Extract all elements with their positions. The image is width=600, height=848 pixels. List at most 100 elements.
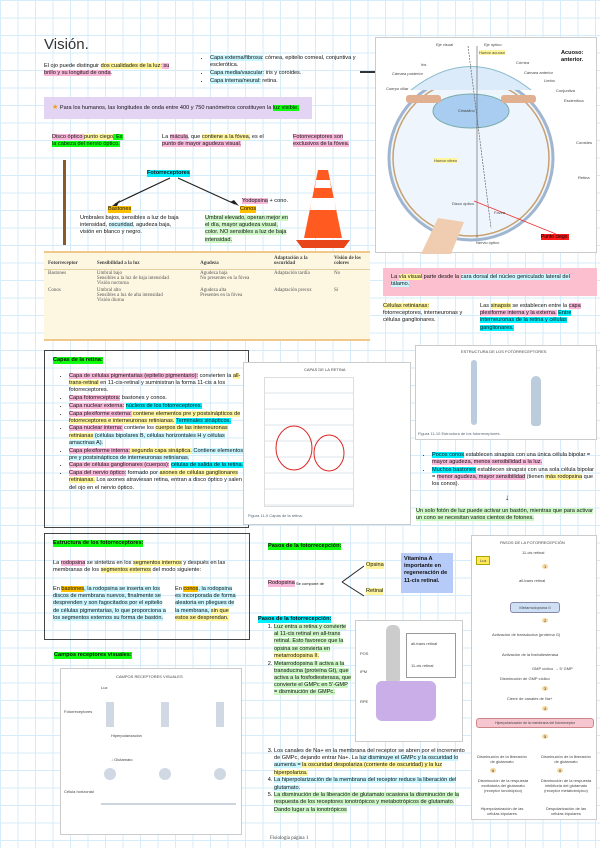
text-segment: Fotorreceptores son exclusivos de la fóv…: [293, 134, 350, 148]
text-segment: células de salida de la retina.: [171, 462, 244, 469]
layer-item: Capa interna/neural: retina.: [210, 77, 360, 85]
cell: Agudeza alta: [200, 288, 227, 293]
eye-label: Eje visual: [436, 42, 454, 47]
eye-label: Conjuntiva: [556, 88, 575, 93]
col-header: Visión de los colores: [330, 253, 370, 270]
text-segment: convierten la: [198, 373, 233, 379]
text-segment: Umbrales bajos, sensibles a luz de baja …: [80, 215, 179, 229]
rods-label: Bastones: [108, 206, 132, 214]
arrow: [360, 71, 376, 73]
rhodopsin-label: Rodopsina: [268, 580, 295, 588]
eye-label: Nervio óptico: [476, 240, 500, 245]
eye-label: Fóvea: [494, 210, 506, 215]
cell: Visión diurna: [96, 298, 124, 303]
list-item: Muchos bastones establecen sinapsis con …: [432, 466, 597, 489]
text-segment: Capa nuclear externa:: [69, 402, 125, 409]
text-segment: , la rodopsina se inserta en los discos …: [53, 586, 166, 621]
cell: Umbral bajo: [96, 271, 123, 276]
text-segment: luz visible.: [272, 105, 299, 111]
list-item: Pocos conos establecen sinapsis con una …: [432, 452, 597, 466]
text-segment: Muchos bastones: [432, 466, 476, 473]
text-segment: La hiperpolarización de la membrana del …: [274, 777, 457, 791]
step-number: 6: [490, 768, 497, 773]
text-segment: contiene los: [122, 425, 156, 432]
text-segment: Yodopsina: [242, 198, 268, 204]
text-segment: Luz entra a retina y convierte al 11-cis…: [274, 624, 347, 652]
figure-label: Fotorreceptores: [64, 709, 93, 714]
structure-intro: La rodopsina se sintetiza en los segment…: [53, 560, 243, 574]
eye-label: Humor vítreo: [434, 158, 458, 163]
decomposes-label: Se compone de: [296, 581, 325, 586]
list-item: Capa nuclear interna: contiene los cuerp…: [69, 425, 244, 447]
step-item: Luz entra a retina y convierte al 11-cis…: [274, 624, 352, 660]
figure-label: RPE: [360, 699, 369, 704]
eye-label: Eje óptico: [484, 42, 502, 47]
eye-label: Coroides: [576, 140, 593, 145]
page-footer: Fisiología página 1: [270, 836, 309, 841]
split-arrows: [341, 565, 365, 597]
text-segment: fotorreceptores, interneuronas y células…: [383, 310, 463, 324]
figure-title: CAPAS DE LA RETINA: [304, 367, 346, 372]
text-segment: Umbral elevado, operan mejor en el día, …: [205, 215, 289, 243]
flow-node: 11-cis retinal: [522, 550, 545, 555]
text-segment: se establecen entre la: [510, 303, 569, 309]
text-segment: punto ciego: [84, 134, 113, 140]
col-header: Sensibilidad a la luz: [92, 253, 197, 270]
figure-title: ESTRUCTURA DE LOS FOTORRECEPTORES: [461, 349, 547, 354]
step-number: 1: [542, 564, 549, 569]
text-segment: En: [175, 586, 184, 592]
figure-label: POS: [360, 651, 369, 656]
light-box: Luz: [476, 556, 491, 565]
text-segment: y después en las membranas de los: [53, 560, 226, 574]
list-item: Capa del nervio óptico: formado por axon…: [69, 470, 244, 492]
figure-caption: Figura 11-9 Capas de la retina.: [248, 513, 303, 518]
eye-label: Iris: [421, 62, 427, 67]
layer-item: Capa media/vascular: iris y coroides.: [210, 69, 360, 77]
text-segment: segmentos internos: [132, 560, 182, 566]
cell: No presentes en la fóvea: [200, 276, 250, 281]
flow-node: all-trans retinal: [519, 578, 546, 583]
iodopsin-note: Yodopsina + cono.: [242, 198, 288, 205]
text-segment: es el: [250, 134, 264, 140]
text-segment: + cono.: [267, 198, 288, 204]
text-segment: La disminución de la liberación de gluta…: [274, 792, 460, 813]
cell: Conos: [48, 288, 61, 293]
cones-description: Umbral elevado, operan mejor en el día, …: [205, 215, 291, 244]
text-segment: más rodopsina: [545, 474, 583, 481]
list-item: Capa plexiforme externa: contiene elemen…: [69, 410, 244, 425]
text-segment: punto de mayor agudeza visual.: [162, 141, 242, 148]
text-segment: Capa media/vascular:: [210, 69, 265, 76]
text-segment: Para los humanos, las longitudes de onda…: [59, 105, 273, 111]
text-segment: Disco óptico: [52, 134, 85, 140]
structure-box: Estructura de los fotorreceptores: La ro…: [44, 533, 250, 640]
text-segment: , la rodopsina es incorporada de forma a…: [175, 586, 236, 614]
flow-node: Activación de la fosfodiesterasa: [502, 652, 559, 657]
text-segment: parte desde la: [422, 274, 461, 280]
text-segment: , agudeza baja, visión en blanco y negro…: [80, 222, 172, 236]
flow-node: Cierre de canales de Na+: [507, 696, 553, 701]
cell: Bastones: [48, 271, 67, 276]
text-segment: Pocos conos: [432, 452, 465, 458]
cell: Sí: [334, 288, 339, 293]
star-icon: ★: [52, 104, 59, 111]
cones-label: Conos: [240, 206, 257, 214]
figure-label: 11-cis retinal: [411, 663, 434, 668]
text-segment: vía visual: [398, 274, 423, 280]
text-segment: Capa externa/fibrosa:: [210, 55, 264, 61]
section-title: Pasos de la fotorrecepción:: [268, 543, 342, 551]
col-header: Fotorreceptor: [44, 253, 93, 270]
figure-label: Célula horizontal: [64, 789, 94, 794]
step-item: Metarrodopsina II activa a la transducin…: [274, 660, 352, 697]
note-fovea: Fotorreceptores son exclusivos de la fóv…: [293, 134, 363, 148]
intro-text: El ojo puede distinguir dos cualidades d…: [44, 63, 179, 77]
section-title: Campos receptores visuales:: [54, 652, 132, 660]
cell: Adaptación tardía: [274, 271, 310, 276]
figure-label: Luz: [101, 685, 108, 690]
text-segment: metarrodopsina II.: [274, 652, 320, 659]
text-segment: Los axones atraviesan retina, entran a d…: [69, 477, 242, 491]
text-segment: .: [110, 70, 113, 77]
eye-label: Cámara posterior: [392, 71, 423, 76]
text-segment: iris y coroides.: [264, 69, 302, 76]
